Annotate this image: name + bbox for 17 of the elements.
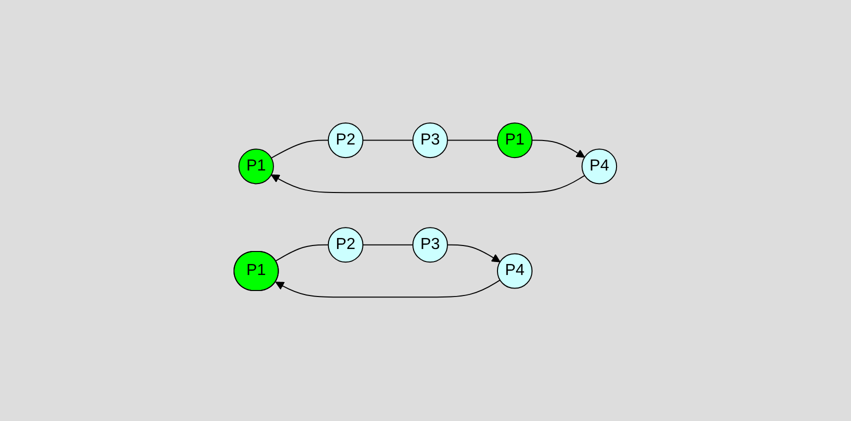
node-circle: P4 — [582, 149, 618, 185]
node-circle: P1 — [497, 122, 533, 158]
connector — [362, 244, 414, 246]
node-circle: P1 — [238, 149, 274, 185]
arrow — [271, 174, 586, 194]
node-circle: P2 — [328, 228, 364, 264]
arrow — [447, 244, 501, 263]
node-circle: P2 — [328, 122, 364, 158]
connector — [275, 244, 329, 262]
arrow — [276, 280, 501, 298]
node-circle: P3 — [412, 122, 448, 158]
connector — [447, 140, 498, 142]
connector — [270, 140, 329, 159]
node-circle: P3 — [412, 228, 448, 264]
connector — [362, 140, 414, 142]
node-circle: P4 — [497, 254, 533, 290]
arrow — [532, 140, 586, 158]
